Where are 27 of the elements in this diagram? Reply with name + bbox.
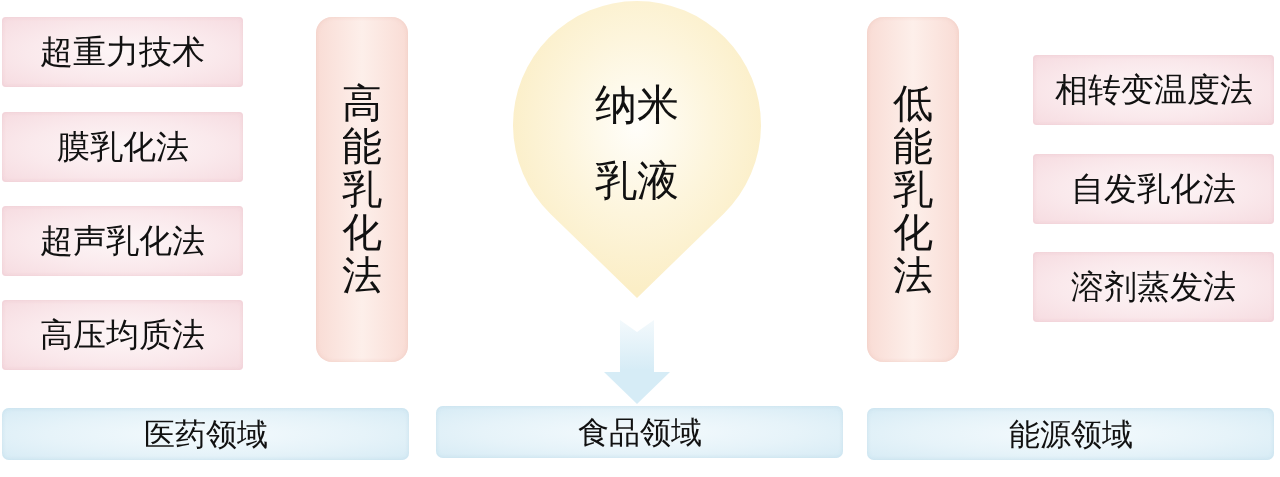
drop-shape: [513, 0, 761, 300]
category-box: [867, 17, 959, 362]
method-box: [2, 112, 243, 182]
domain-label: 能源领域: [1008, 415, 1133, 454]
method-label: 超声乳化法: [40, 221, 205, 261]
domain-box: [867, 408, 1274, 460]
method-box: [2, 206, 243, 276]
category-label: 低能乳化法: [892, 82, 934, 297]
method-label: 超重力技术: [40, 32, 205, 72]
domain-box: [436, 406, 843, 458]
down-arrow: [604, 320, 670, 404]
method-label: 膜乳化法: [56, 127, 189, 167]
method-box: [1033, 252, 1274, 322]
category-box: [316, 17, 408, 362]
method-label: 相转变温度法: [1054, 70, 1253, 110]
domain-box: [2, 408, 409, 460]
method-label: 溶剂蒸发法: [1071, 267, 1236, 307]
method-box: [2, 17, 243, 87]
method-box: [2, 300, 243, 370]
drop-label: 纳米乳液: [594, 79, 680, 207]
method-box: [1033, 154, 1274, 224]
method-box: [1033, 55, 1274, 125]
domain-label: 食品领域: [577, 413, 702, 452]
method-label: 自发乳化法: [1071, 169, 1236, 209]
method-label: 高压均质法: [40, 315, 205, 355]
domain-label: 医药领域: [143, 415, 268, 454]
category-label: 高能乳化法: [341, 82, 383, 297]
